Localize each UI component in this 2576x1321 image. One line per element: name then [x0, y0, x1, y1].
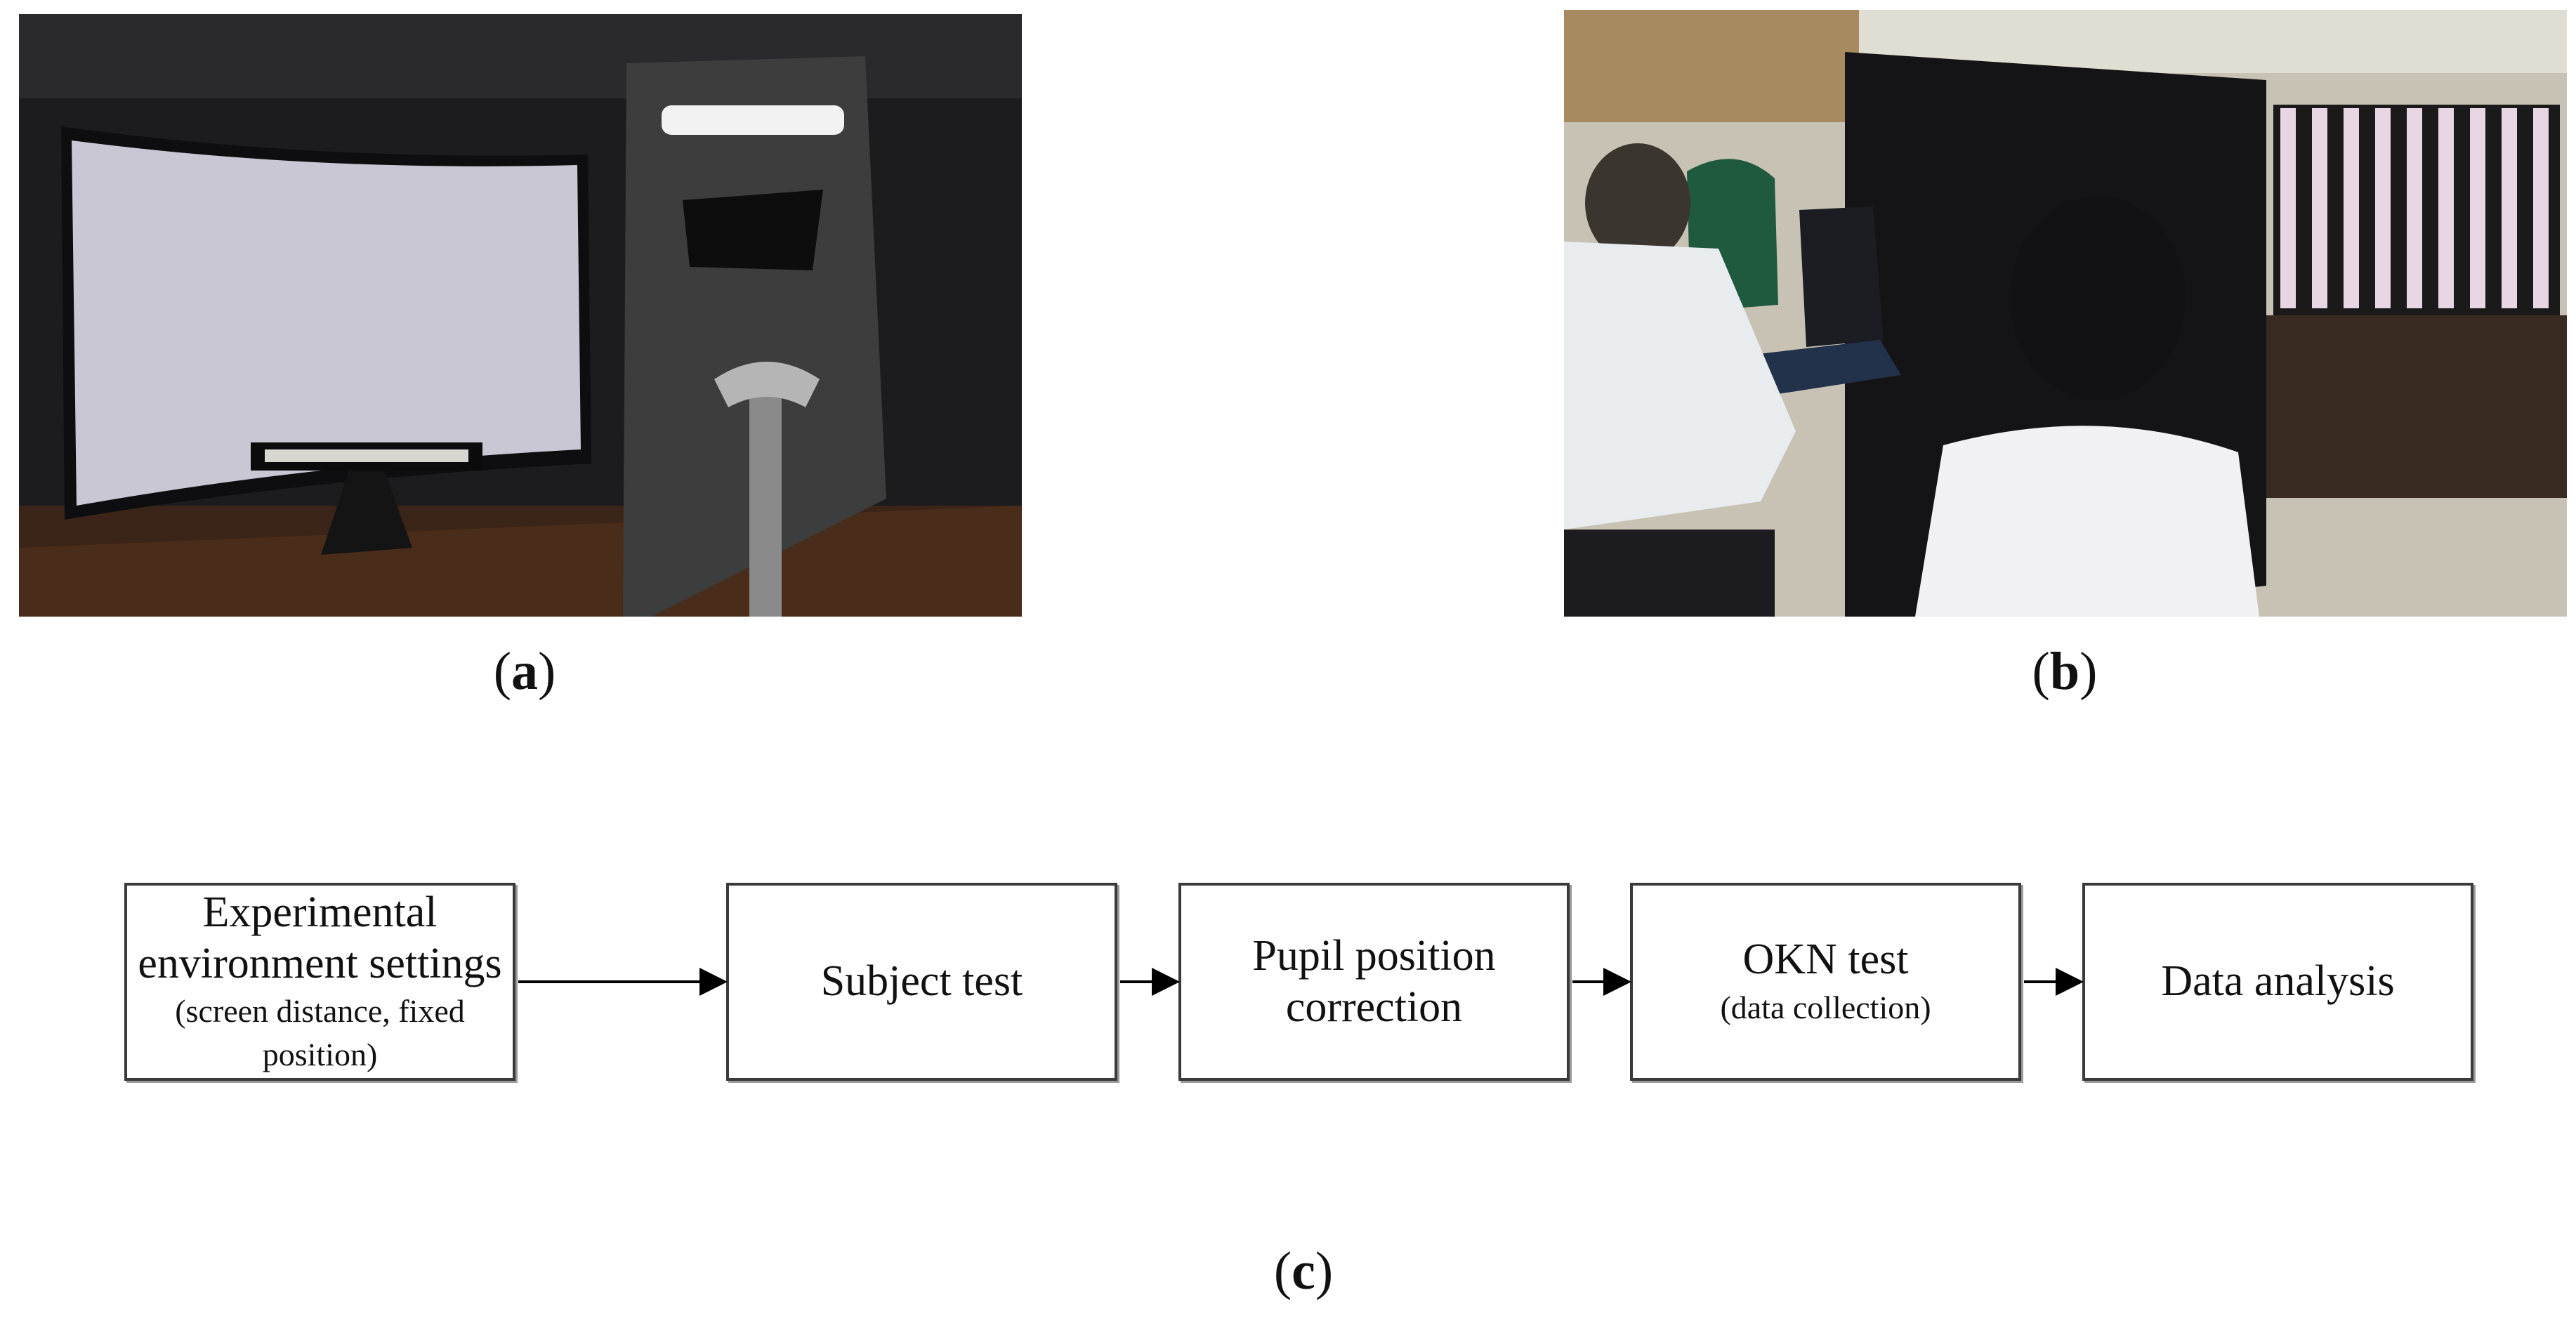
step-title-line-2: environment settings	[138, 939, 502, 987]
flow-step-okn-test: OKN test (data collection)	[1630, 883, 2021, 1081]
flow-step-experimental-settings: Experimental environment settings (scree…	[124, 883, 515, 1081]
flow-step-data-analysis: Data analysis	[2082, 883, 2473, 1081]
step-title-line-2: correction	[1285, 983, 1463, 1031]
step-title: Subject test	[820, 957, 1023, 1006]
step-subtitle: (screen distance, fixed position)	[175, 993, 465, 1073]
panel-label-b: (b)	[2032, 642, 2098, 701]
panel-label-a: (a)	[493, 642, 556, 701]
step-subtitle: (data collection)	[1720, 989, 1931, 1025]
step-title: OKN test	[1742, 935, 1909, 984]
flow-step-pupil-position-correction: Pupil position correction	[1178, 883, 1570, 1081]
photo-a-curved-monitor-setup	[19, 14, 1022, 617]
step-title: Data analysis	[2161, 957, 2395, 1006]
photo-b-okn-test-session	[1564, 10, 2567, 617]
flow-step-subject-test: Subject test	[726, 883, 1117, 1081]
step-title-line-1: Experimental	[202, 888, 438, 936]
panel-label-c: (c)	[1273, 1242, 1334, 1301]
step-title-line-1: Pupil position	[1252, 931, 1496, 980]
